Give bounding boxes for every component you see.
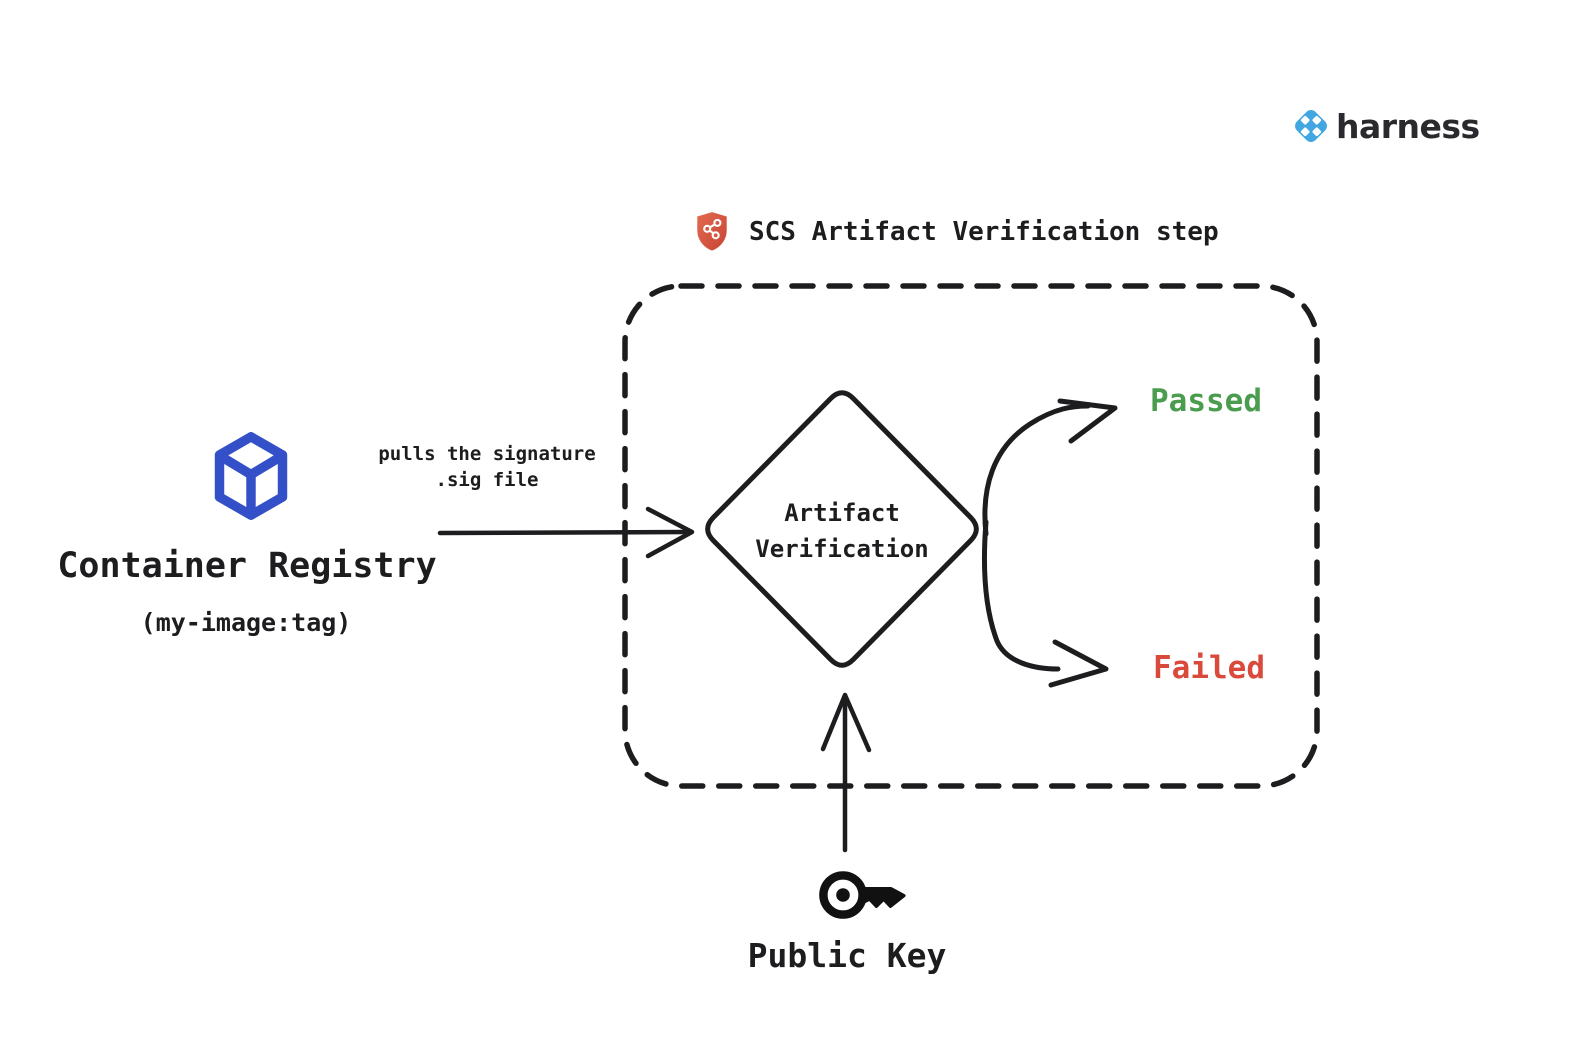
step-boundary-box bbox=[622, 283, 1320, 789]
artifact-verification-label: Artifact Verification bbox=[755, 495, 928, 567]
artifact-verification-label-line1: Artifact bbox=[784, 499, 900, 527]
artifact-verification-label-line2: Verification bbox=[755, 535, 929, 563]
pull-edge-label-line1: pulls the signature bbox=[378, 443, 596, 465]
brand-logo: harness bbox=[1290, 105, 1480, 147]
harness-logo-icon bbox=[1295, 110, 1327, 142]
pull-edge-label-line2: .sig file bbox=[435, 469, 539, 491]
pull-arrow bbox=[437, 506, 695, 559]
container-registry-sublabel: (my-image:tag) bbox=[140, 608, 352, 637]
container-cube-icon bbox=[214, 432, 288, 520]
pull-edge-label: pulls the signature .sig file bbox=[378, 441, 595, 493]
failed-label: Failed bbox=[1153, 650, 1265, 686]
artifact-verification-diamond bbox=[705, 390, 979, 668]
container-registry-label: Container Registry bbox=[57, 546, 437, 586]
failed-branch-arrow bbox=[981, 519, 1109, 688]
passed-label: Passed bbox=[1150, 383, 1262, 419]
passed-branch-arrow bbox=[982, 398, 1118, 537]
scs-shield-icon bbox=[697, 212, 727, 251]
brand-name: harness bbox=[1336, 106, 1480, 146]
public-key-label: Public Key bbox=[747, 936, 947, 975]
step-title: SCS Artifact Verification step bbox=[695, 211, 1219, 252]
public-key-arrow bbox=[820, 692, 872, 853]
step-title-label: SCS Artifact Verification step bbox=[749, 216, 1219, 247]
key-icon bbox=[819, 871, 906, 919]
